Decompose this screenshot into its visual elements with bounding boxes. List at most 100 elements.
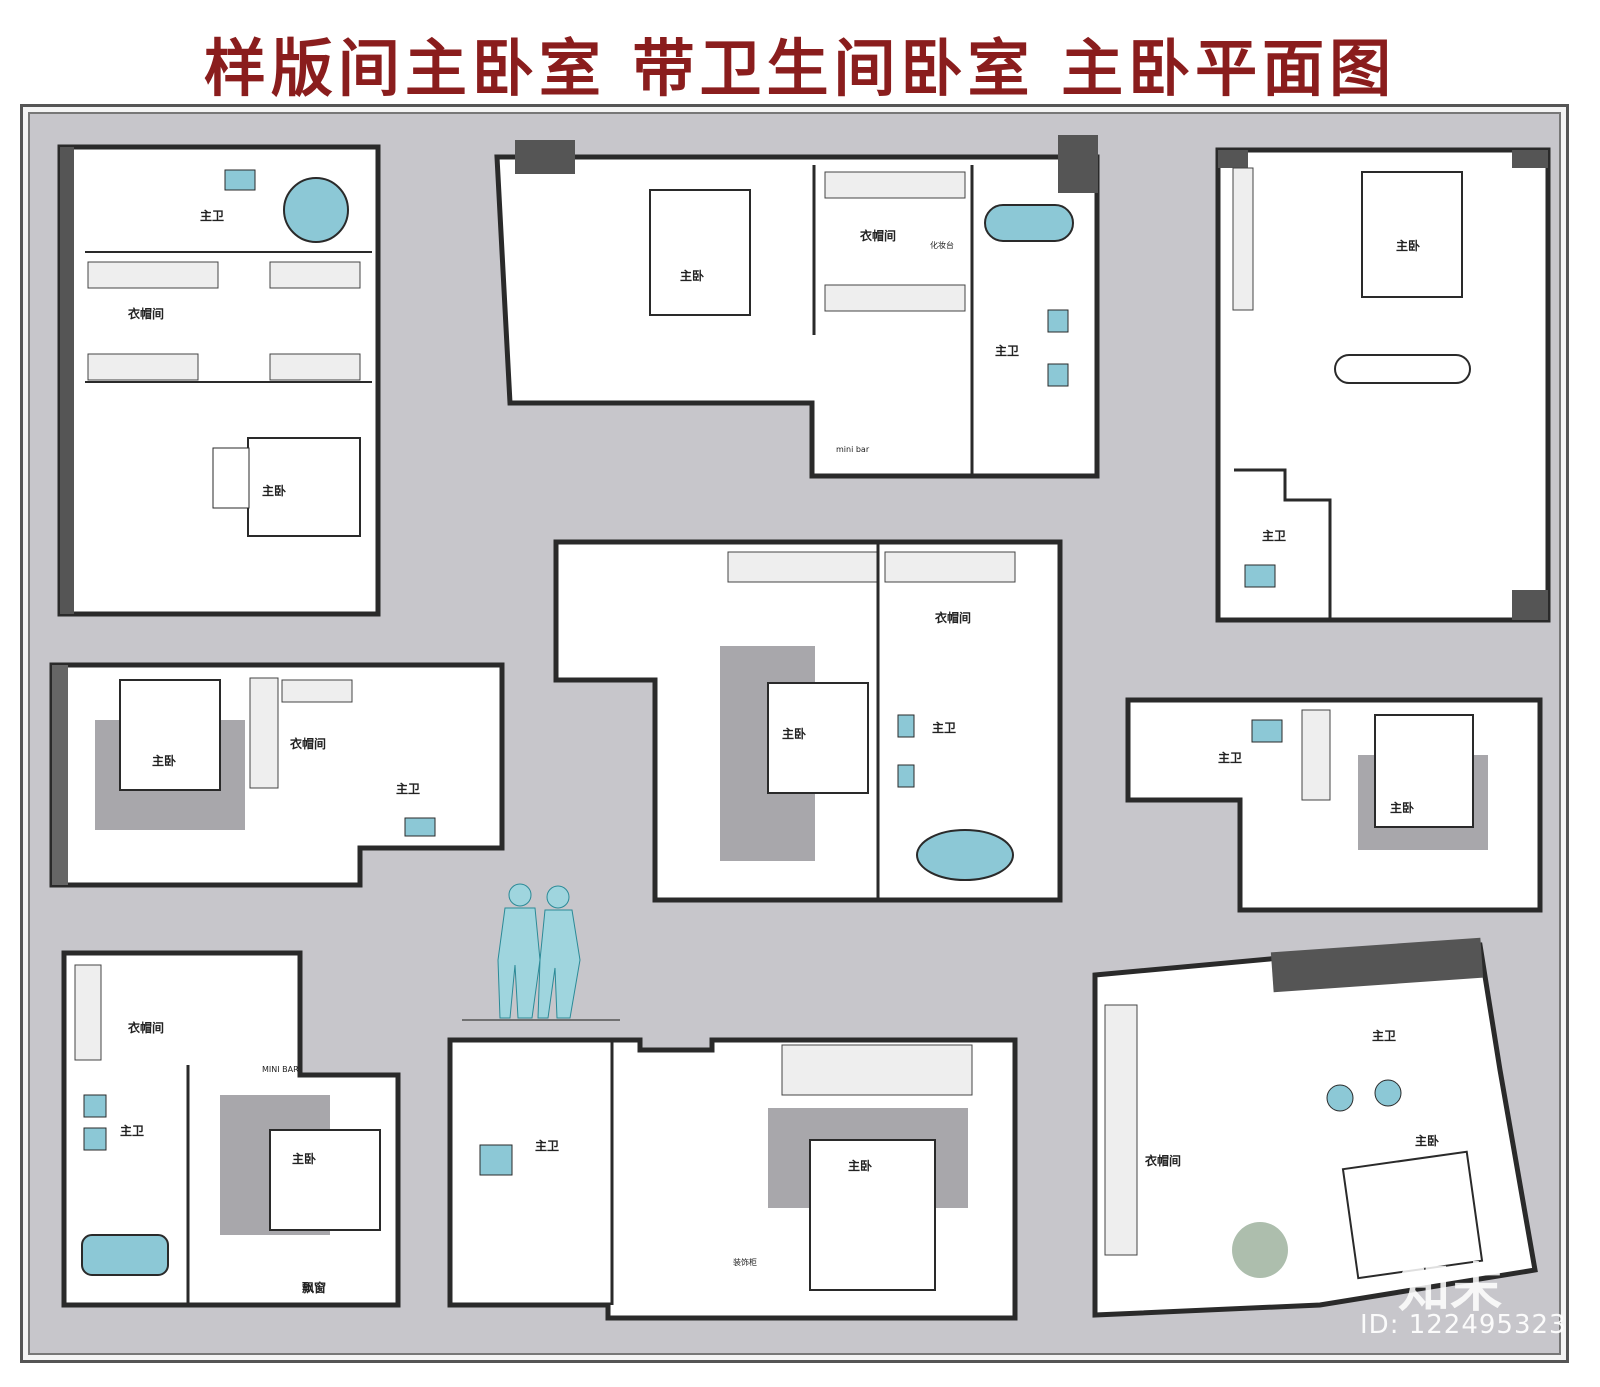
plan-3-bed <box>1361 171 1463 298</box>
plan-8-label: 主卧 <box>848 1158 872 1173</box>
plan-5-wardrobe <box>884 551 1016 583</box>
plan-3-label: 主卧 <box>1396 238 1420 253</box>
plan-7-label: 主卫 <box>120 1123 144 1138</box>
plan-4-label: 衣帽间 <box>290 736 326 751</box>
people-scale-figures <box>462 883 620 1021</box>
floor-plan-4: 主卧 衣帽间 主卫 <box>49 662 505 888</box>
plan-7-label: 主卧 <box>292 1151 316 1166</box>
plan-9-basin <box>1326 1084 1354 1112</box>
plan-3-wardrobe <box>1232 167 1254 311</box>
plan-1-label: 主卧 <box>262 483 286 498</box>
plan-7-label: 衣帽间 <box>128 1020 164 1035</box>
plan-2-column <box>515 140 575 174</box>
plan-1-wardrobe <box>87 261 219 289</box>
person-figure <box>546 885 570 909</box>
plan-8-label: 主卫 <box>535 1138 559 1153</box>
plan-3-basin <box>1244 564 1276 588</box>
plan-4-label: 主卧 <box>152 753 176 768</box>
plan-8-bed <box>809 1139 936 1291</box>
floor-plan-8: 主卫 主卧 装饰柜 <box>447 1037 1018 1321</box>
watermark-id: ID: 1224953231 <box>1360 1310 1585 1340</box>
plan-2-label: 主卫 <box>995 343 1019 358</box>
plan-5-wardrobe <box>727 551 879 583</box>
person-figure <box>537 909 581 1019</box>
plan-1-bench <box>212 447 250 509</box>
plan-5-bathtub <box>916 829 1014 881</box>
plan-2-label: 化妆台 <box>930 240 954 250</box>
person-figure <box>508 883 532 907</box>
plan-9-basin <box>1374 1079 1402 1107</box>
plan-1-label: 主卫 <box>200 208 224 223</box>
plan-7-bathtub <box>81 1234 169 1276</box>
plan-4-window-wall <box>52 665 68 885</box>
plan-9-wall-block <box>1270 937 1484 993</box>
floor-plan-5: 主卧 衣帽间 主卫 <box>553 539 1063 903</box>
plan-7-bed <box>269 1129 381 1231</box>
plan-1-bathtub <box>283 177 349 243</box>
plan-3-column <box>1218 150 1248 168</box>
plan-5-label: 主卧 <box>782 726 806 741</box>
plan-5-basin <box>897 714 915 738</box>
plan-3-column <box>1512 150 1548 168</box>
plan-8-label: 装饰柜 <box>733 1257 757 1267</box>
plan-1-wardrobe <box>269 261 361 289</box>
plan-7-basin <box>83 1127 107 1151</box>
plan-3-column <box>1512 590 1548 620</box>
plan-9-wardrobe <box>1104 1004 1138 1256</box>
plan-6-basin <box>1251 719 1283 743</box>
floor-plan-3: 主卧 主卫 <box>1215 147 1551 623</box>
plan-5-bed <box>767 682 869 794</box>
plan-6-wardrobe <box>1301 709 1331 801</box>
plan-5-label: 衣帽间 <box>935 610 971 625</box>
plan-5-basin <box>897 764 915 788</box>
plan-8-cabinet <box>781 1044 973 1096</box>
plan-8-basin <box>479 1144 513 1176</box>
plan-6-bed <box>1374 714 1474 828</box>
plan-6-label: 主卫 <box>1218 750 1242 765</box>
plan-2-wardrobe <box>824 171 966 199</box>
plan-1-wardrobe <box>269 353 361 381</box>
plan-1-window-wall <box>60 147 74 614</box>
plan-2-basin <box>1047 363 1069 387</box>
floor-plan-1: 主卫 衣帽间 主卧 <box>57 144 381 617</box>
plan-3-label: 主卫 <box>1262 528 1286 543</box>
watermark-logo: 知末 <box>1398 1259 1503 1319</box>
plan-5-label: 主卫 <box>932 720 956 735</box>
plan-2-wardrobe <box>824 284 966 312</box>
plan-9-plant <box>1232 1222 1288 1278</box>
plan-2-basin <box>1047 309 1069 333</box>
plan-1-bed <box>247 437 361 537</box>
plan-6-label: 主卧 <box>1390 800 1414 815</box>
plan-4-basin <box>404 817 436 837</box>
floor-plan-9: 主卫 主卧 衣帽间 <box>1092 937 1538 1318</box>
plan-1-wardrobe <box>87 353 199 381</box>
plan-2-label: 主卧 <box>680 268 704 283</box>
plan-3-bench <box>1334 354 1471 384</box>
plan-9-label: 主卫 <box>1372 1028 1396 1043</box>
plan-2-label: mini bar <box>836 445 870 454</box>
plan-7-label: 飘窗 <box>302 1280 326 1295</box>
plan-2-label: 衣帽间 <box>860 228 896 243</box>
plan-1-basin <box>224 169 256 191</box>
plan-4-wardrobe <box>249 677 279 789</box>
plan-4-wardrobe <box>281 679 353 703</box>
plan-7-label: MINI BAR <box>262 1065 299 1074</box>
plan-2-bed <box>649 189 751 316</box>
plan-1-label: 衣帽间 <box>128 306 164 321</box>
plan-9-bed <box>1341 1150 1484 1280</box>
person-figure <box>497 907 541 1019</box>
plan-4-label: 主卫 <box>396 781 420 796</box>
plan-7-wardrobe <box>74 964 102 1061</box>
plan-3-wall <box>1234 468 1332 620</box>
plan-9-label: 主卧 <box>1415 1133 1439 1148</box>
plan-2-bathtub <box>984 204 1074 242</box>
floor-plan-2: 主卧 衣帽间 化妆台 主卫 mini bar <box>494 135 1100 479</box>
floor-plan-7: 衣帽间 主卫 主卧 MINI BAR 飘窗 <box>61 950 401 1308</box>
plan-2-column <box>1058 135 1098 193</box>
plan-7-basin <box>83 1094 107 1118</box>
page-title: 样版间主卧室 带卫生间卧室 主卧平面图 <box>203 32 1397 105</box>
plan-9-label: 衣帽间 <box>1145 1153 1181 1168</box>
floor-plan-6: 主卫 主卧 <box>1125 697 1543 913</box>
plan-4-bed <box>119 679 221 791</box>
